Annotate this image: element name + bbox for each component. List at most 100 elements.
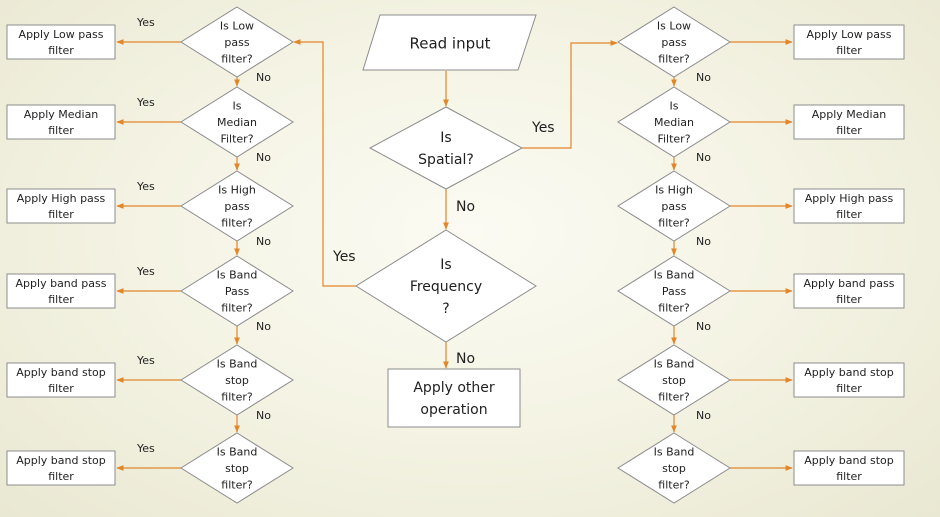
spatial-decision-shape	[368, 106, 524, 190]
spatial-yes-label: Yes	[531, 120, 555, 136]
edges-layer	[116, 39, 793, 471]
frequency-no-label: No	[456, 351, 475, 367]
left-no-label-1: No	[256, 71, 271, 84]
apply-other-operation-node-shape	[387, 368, 521, 428]
right-action-2-shape	[793, 104, 905, 140]
left-decision-4-shape	[180, 255, 294, 327]
left-yes-label-1: Yes	[136, 16, 155, 29]
right-decision-5-shape	[617, 344, 731, 416]
left-no-label-2: No	[256, 151, 271, 164]
left-yes-label-4: Yes	[136, 265, 155, 278]
right-no-label-1: No	[696, 71, 711, 84]
right-action-6-shape	[793, 450, 905, 486]
right-action-1-shape	[793, 24, 905, 60]
right-action-4-shape	[793, 273, 905, 309]
left-decision-2-shape	[180, 86, 294, 158]
right-no-label-5: No	[696, 409, 711, 422]
frequency-yes-label: Yes	[332, 249, 356, 265]
right-action-5-shape	[793, 362, 905, 398]
right-decision-1-shape	[617, 6, 731, 78]
left-action-1-shape	[6, 24, 116, 60]
right-no-label-2: No	[696, 151, 711, 164]
left-action-5-shape	[6, 362, 116, 398]
frequency-decision-shape	[355, 229, 537, 343]
left-decision-3-shape	[180, 170, 294, 242]
edge-frequency-yes-left	[293, 39, 356, 287]
left-yes-label-6: Yes	[136, 442, 155, 455]
right-action-3-shape	[793, 188, 905, 224]
left-action-6-shape	[6, 450, 116, 486]
left-decision-6-shape	[180, 432, 294, 504]
left-yes-label-3: Yes	[136, 180, 155, 193]
left-action-2-shape	[6, 104, 116, 140]
left-action-3-shape	[6, 188, 116, 224]
left-yes-label-2: Yes	[136, 96, 155, 109]
left-decision-5-shape	[180, 344, 294, 416]
read-input-node-shape	[362, 14, 537, 71]
right-no-label-3: No	[696, 235, 711, 248]
read-input-node: Read input	[362, 14, 537, 71]
right-decision-3-shape	[617, 170, 731, 242]
left-no-label-3: No	[256, 235, 271, 248]
left-action-4-shape	[6, 273, 116, 309]
left-no-label-5: No	[256, 409, 271, 422]
left-no-label-4: No	[256, 320, 271, 333]
right-decision-2-shape	[617, 86, 731, 158]
right-no-label-4: No	[696, 320, 711, 333]
edge-labels-layer: YesNoYesNoYesNoYesNoYesNoYesNoYesNoYesNo…	[136, 16, 711, 455]
left-decision-1-shape	[180, 6, 294, 78]
right-decision-6-shape	[617, 432, 731, 504]
left-yes-label-5: Yes	[136, 354, 155, 367]
